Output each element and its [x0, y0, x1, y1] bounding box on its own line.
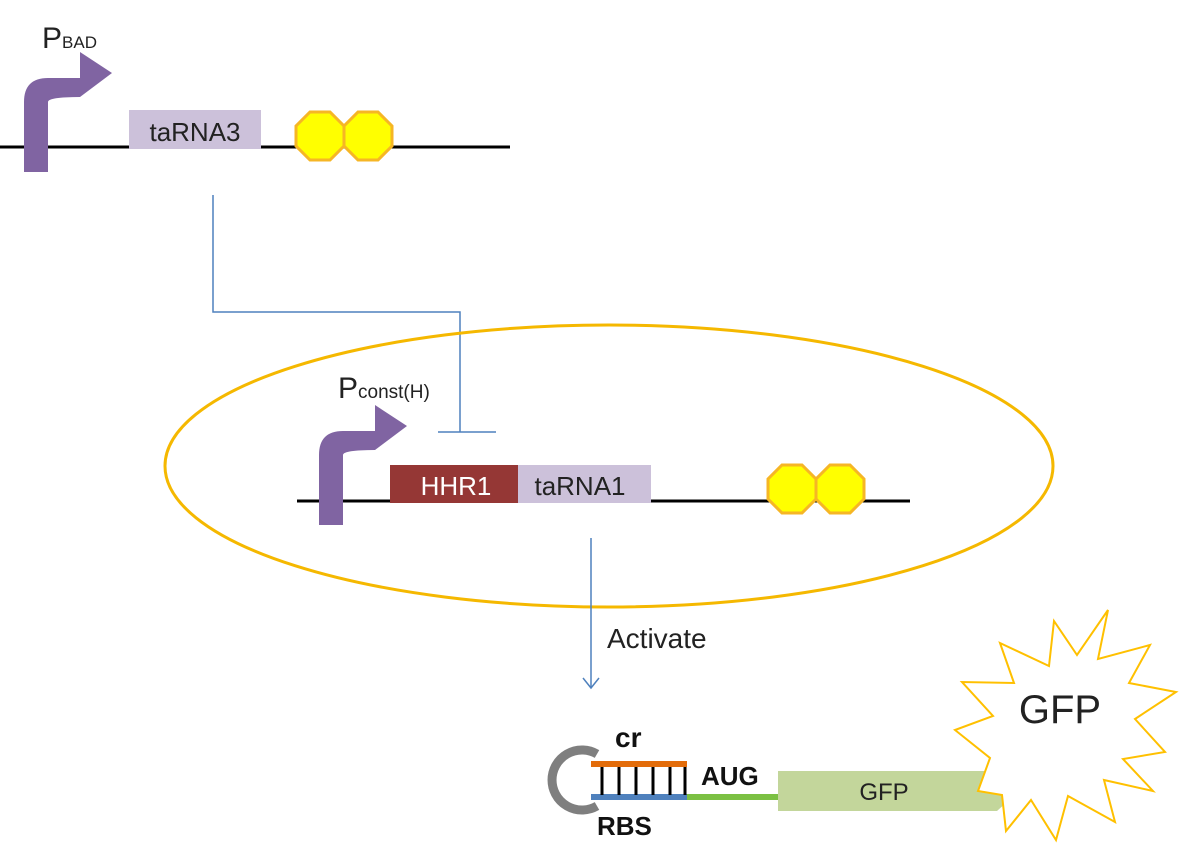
repression-connector — [212, 195, 461, 432]
tarna3-label: taRNA3 — [149, 117, 240, 147]
terminator-2 — [766, 463, 866, 515]
promoter-arrow-const — [319, 405, 407, 525]
construct-1: PBAD taRNA3 — [0, 22, 510, 172]
tarna3-box — [129, 110, 261, 149]
hhr1-label: HHR1 — [421, 471, 492, 501]
gfp-gene-arrow — [778, 771, 1019, 811]
gfp-burst-label: GFP — [1019, 688, 1101, 732]
hhr1-box — [390, 465, 522, 503]
tarna1-box — [518, 465, 651, 503]
construct-2: Pconst(H) HHR1 taRNA1 — [297, 372, 910, 525]
activation-arrow — [582, 538, 600, 690]
activate-label: Activate — [607, 623, 707, 654]
hairpin-loop — [547, 745, 600, 815]
terminator-1 — [294, 110, 394, 162]
promoter-const-label: Pconst(H) — [338, 372, 430, 405]
base-pairs — [600, 767, 687, 795]
tarna1-label: taRNA1 — [534, 471, 625, 501]
construct-2-ellipse — [163, 323, 1055, 609]
aug-label: AUG — [701, 761, 759, 791]
promoter-arrow-bad — [24, 52, 112, 172]
gfp-gene-label: GFP — [859, 779, 908, 806]
gfp-burst-star — [952, 609, 1179, 843]
rbs-label: RBS — [597, 811, 652, 841]
cr-label: cr — [615, 722, 642, 753]
riboregulator: cr RBS AUG GFP — [547, 722, 1019, 841]
promoter-bad-label: PBAD — [42, 22, 97, 55]
